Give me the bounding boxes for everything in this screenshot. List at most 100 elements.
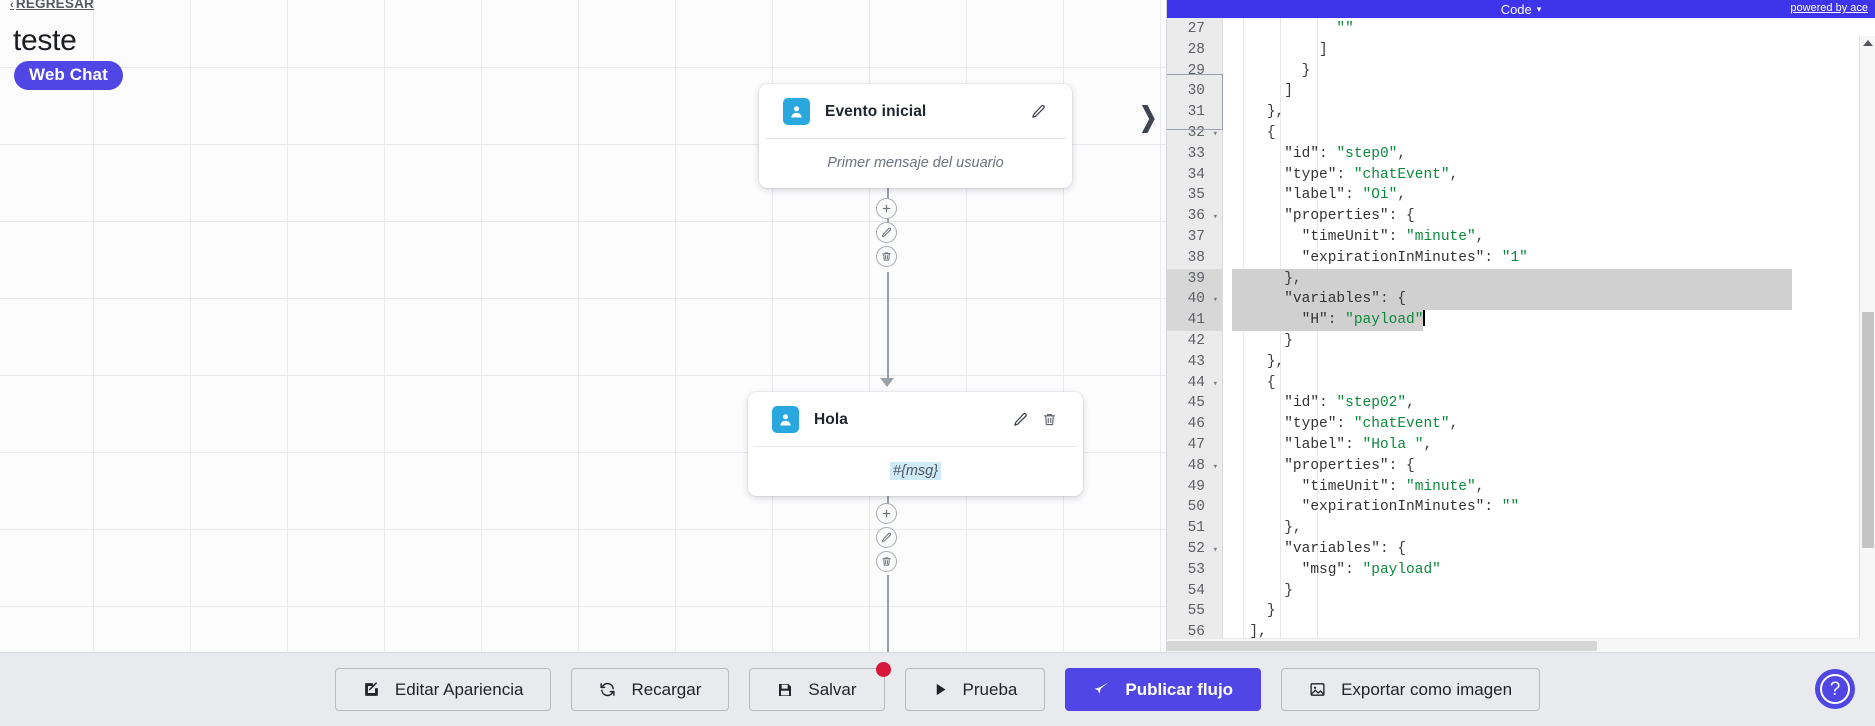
gutter-line-number[interactable]: 35	[1187, 187, 1205, 204]
gutter-line-number[interactable]: 37	[1187, 228, 1205, 245]
code-line[interactable]: "variables": {	[1284, 540, 1407, 557]
toolbar-button-exportar-como-imagen[interactable]: Exportar como imagen	[1281, 668, 1541, 711]
fold-toggle-icon[interactable]: ▾	[1212, 544, 1218, 555]
gutter-line-number[interactable]: 50	[1187, 499, 1205, 516]
gutter-line-number[interactable]: 38	[1187, 249, 1205, 266]
code-line[interactable]: "properties": {	[1284, 457, 1415, 474]
code-line[interactable]: "msg": "payload"	[1301, 561, 1441, 578]
code-line[interactable]: "id": "step02",	[1284, 395, 1415, 412]
gutter-line-number[interactable]: 30	[1187, 83, 1205, 100]
gutter-line-number[interactable]: 45	[1187, 395, 1205, 412]
gutter-line-number[interactable]: 49	[1187, 478, 1205, 495]
code-line[interactable]: ""	[1336, 21, 1354, 37]
code-line[interactable]: },	[1266, 353, 1285, 370]
flow-node-evento-inicial[interactable]: Evento inicial Primer mensaje del usuari…	[759, 84, 1072, 188]
gutter-line-number[interactable]: 54	[1187, 582, 1205, 599]
flow-canvas[interactable]: ‹REGRESAR teste Web Chat Evento inicial	[0, 0, 1166, 652]
gutter-line-number[interactable]: 39	[1167, 268, 1222, 290]
gutter-line-number[interactable]: 33	[1187, 145, 1205, 162]
node-tools-2[interactable]	[876, 503, 897, 572]
gutter-line-number[interactable]: 29	[1187, 62, 1205, 79]
gutter-line-number[interactable]: 51	[1187, 520, 1205, 537]
editor-horizontal-scrollbar[interactable]	[1167, 638, 1860, 652]
code-line[interactable]: ]	[1319, 41, 1328, 58]
gutter-line-number[interactable]: 31	[1187, 104, 1205, 121]
scroll-up-arrow-icon[interactable]	[1863, 40, 1873, 46]
toolbar-button-recargar[interactable]: Recargar	[571, 668, 730, 711]
powered-by-ace-link[interactable]: powered by ace	[1790, 2, 1868, 14]
fold-toggle-icon[interactable]: ▾	[1212, 461, 1218, 472]
gutter-line-number[interactable]: 56	[1187, 624, 1205, 641]
code-line[interactable]: "variables": {	[1232, 289, 1875, 311]
code-editor-panel[interactable]: Code ▾ powered by ace 27 28 29 30 31 32▾33 34 3…	[1166, 0, 1875, 652]
toolbar-button-prueba[interactable]: Prueba	[904, 668, 1046, 711]
code-line[interactable]: "label": "Oi",	[1284, 187, 1407, 204]
code-panel-title[interactable]: Code	[1500, 1, 1532, 17]
pencil-icon[interactable]	[876, 527, 897, 548]
code-line[interactable]: },	[1232, 268, 1875, 290]
code-line[interactable]: },	[1266, 104, 1285, 121]
back-link[interactable]: ‹REGRESAR	[10, 0, 94, 11]
code-line[interactable]: "type": "chatEvent",	[1284, 416, 1459, 433]
fold-toggle-icon[interactable]: ▾	[1212, 128, 1218, 139]
code-line[interactable]: },	[1284, 520, 1302, 537]
code-line[interactable]: }	[1284, 582, 1293, 599]
gutter-line-number[interactable]: 28	[1187, 41, 1205, 58]
plus-icon[interactable]	[876, 198, 897, 219]
gutter-line-number[interactable]: 32▾	[1167, 123, 1222, 144]
fold-toggle-icon[interactable]: ▾	[1212, 212, 1218, 223]
flow-node-hola[interactable]: Hola #{msg}	[748, 392, 1083, 496]
code-line[interactable]: "expirationInMinutes": "1"	[1301, 249, 1528, 266]
gutter-line-number[interactable]: 47	[1187, 436, 1205, 453]
code-line[interactable]: }	[1284, 332, 1293, 349]
gutter-line-number[interactable]: 34	[1187, 166, 1205, 183]
gutter-line-number[interactable]: 27	[1187, 21, 1205, 37]
code-line[interactable]: "properties": {	[1284, 208, 1415, 225]
code-line[interactable]: ]	[1284, 83, 1293, 100]
code-line[interactable]: "id": "step0",	[1284, 145, 1407, 162]
gutter-line-number[interactable]: 43	[1187, 353, 1205, 370]
code-line[interactable]: "timeUnit": "minute",	[1301, 478, 1485, 495]
toolbar-button-salvar[interactable]: Salvar	[749, 662, 891, 711]
trash-icon[interactable]	[876, 551, 897, 572]
gutter-line-number[interactable]: 55	[1187, 603, 1205, 620]
gutter-line-number[interactable]: 44▾	[1167, 373, 1222, 394]
gutter-line-number[interactable]: 41	[1167, 310, 1222, 331]
code-line[interactable]: "label": "Hola ",	[1284, 436, 1433, 453]
code-line[interactable]: {	[1266, 124, 1276, 141]
scrollbar-thumb[interactable]	[1167, 641, 1597, 651]
code-line[interactable]: "type": "chatEvent",	[1284, 166, 1459, 183]
chevron-down-icon[interactable]: ▾	[1536, 3, 1542, 14]
help-button[interactable]: ?	[1815, 669, 1855, 709]
editor-code-area[interactable]: "" ] } ] }, { "id": "step0", "type": "ch…	[1223, 18, 1875, 652]
code-line[interactable]: ],	[1249, 624, 1267, 641]
toolbar-button-editar-apariencia[interactable]: Editar Apariencia	[334, 668, 552, 711]
trash-icon[interactable]	[1039, 410, 1059, 430]
code-fold-arrow-icon[interactable]: ❯	[1139, 102, 1158, 132]
code-line[interactable]: }	[1301, 62, 1311, 79]
gutter-line-number[interactable]: 53	[1187, 561, 1205, 578]
gutter-line-number[interactable]: 40▾	[1167, 289, 1222, 311]
gutter-line-number[interactable]: 36▾	[1167, 206, 1222, 227]
toolbar-button-publicar-flujo[interactable]: Publicar flujo	[1065, 668, 1262, 711]
node-tools-1[interactable]	[876, 198, 897, 267]
code-line[interactable]: {	[1266, 374, 1276, 391]
fold-toggle-icon[interactable]: ▾	[1212, 295, 1218, 306]
trash-icon[interactable]	[876, 246, 897, 267]
plus-icon[interactable]	[876, 503, 897, 524]
code-line[interactable]: "H": "payload"	[1232, 310, 1875, 331]
editor-vertical-scrollbar[interactable]	[1859, 36, 1875, 652]
code-line[interactable]: "timeUnit": "minute",	[1301, 228, 1485, 245]
fold-toggle-icon[interactable]: ▾	[1212, 378, 1218, 389]
edit-icon[interactable]	[1010, 410, 1030, 430]
code-line[interactable]: "expirationInMinutes": ""	[1301, 499, 1520, 516]
gutter-line-number[interactable]: 52▾	[1167, 539, 1222, 560]
scrollbar-thumb[interactable]	[1862, 312, 1874, 548]
code-line[interactable]: }	[1266, 603, 1276, 620]
gutter-line-number[interactable]: 48▾	[1167, 456, 1222, 477]
gutter-line-number[interactable]: 46	[1187, 416, 1205, 433]
pencil-icon[interactable]	[876, 222, 897, 243]
gutter-line-number[interactable]: 42	[1187, 332, 1205, 349]
